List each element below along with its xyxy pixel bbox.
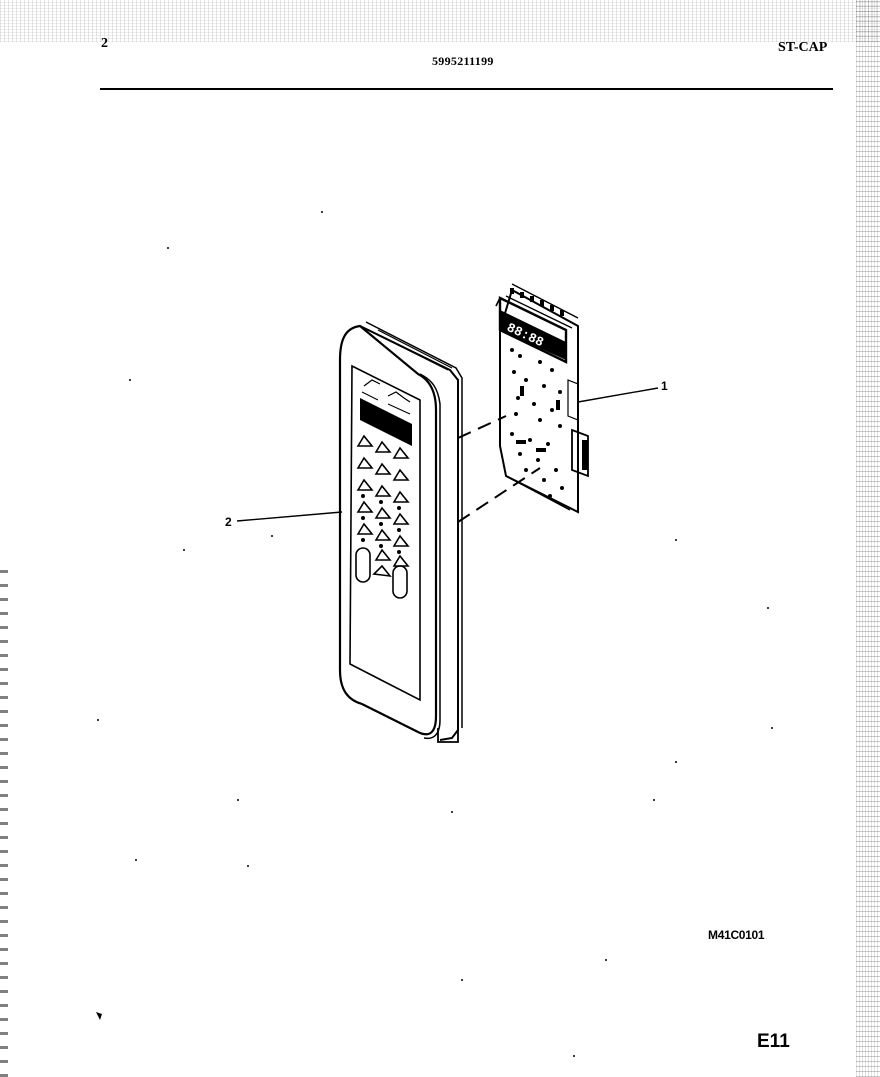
stop-key (392, 565, 408, 599)
scan-noise-right (856, 0, 880, 1077)
keypad-key (374, 528, 392, 541)
keypad-key (374, 462, 392, 475)
keypad-key (356, 478, 374, 491)
page-number: 2 (101, 36, 108, 51)
keypad-key (374, 506, 392, 519)
keypad-key (374, 548, 392, 561)
board-components (510, 288, 588, 498)
keypad-key (356, 522, 374, 535)
control-panel (338, 321, 463, 743)
header-rule (100, 88, 833, 90)
keypad-key (392, 468, 410, 481)
callout-item-1: 1 (661, 379, 668, 393)
keypad-key (372, 564, 392, 578)
drawing-number: M41C0101 (708, 928, 765, 942)
section-code: ST-CAP (778, 40, 828, 55)
keypad-key (392, 554, 410, 567)
keypad-key (392, 534, 410, 547)
board-display-digits: 88:88 (500, 310, 566, 360)
keypad-key (356, 456, 374, 469)
leader-item-2 (236, 511, 343, 522)
keypad-dark-marks (361, 494, 401, 554)
keypad-key (374, 440, 392, 453)
keypad-key (374, 484, 392, 497)
callout-item-2: 2 (225, 515, 232, 529)
keypad-key (356, 434, 374, 447)
keypad-key (392, 512, 410, 525)
keypad-key (392, 490, 410, 503)
leader-lines (236, 387, 659, 522)
scan-noise-left (0, 560, 8, 1077)
part-number: 5995211199 (432, 54, 494, 68)
sheet-number: E11 (757, 1031, 790, 1052)
scan-noise-top (0, 0, 880, 42)
assembly-lines (457, 415, 541, 523)
keypad-buttons (355, 434, 410, 599)
start-key (355, 547, 371, 583)
leader-item-1 (577, 387, 659, 403)
keypad-key (392, 446, 410, 459)
panel-display-window (360, 379, 412, 446)
scan-specks (96, 211, 773, 1057)
keypad-key (356, 500, 374, 513)
